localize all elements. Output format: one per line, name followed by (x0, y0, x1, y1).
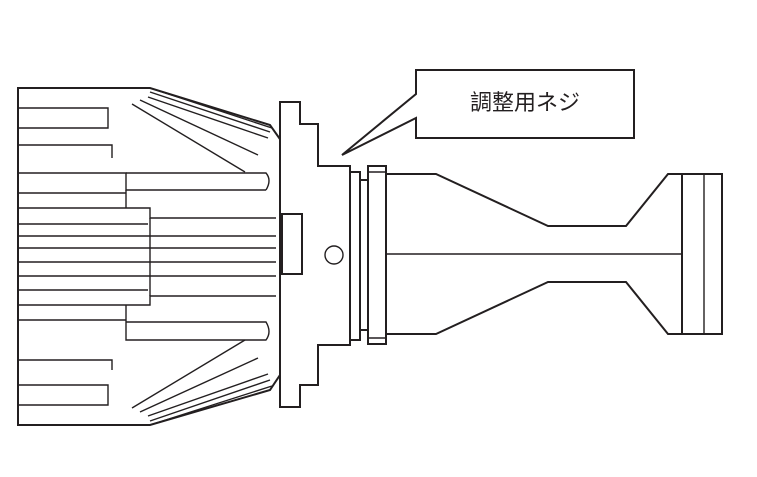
callout-label: 調整用ネジ (470, 91, 580, 116)
mounting-flange (279, 101, 351, 408)
bulb-stem (385, 173, 723, 335)
heat-sink (17, 87, 283, 426)
socket-collar (349, 165, 387, 345)
callout: 調整用ネジ (341, 69, 635, 156)
adjustment-screw-hole (324, 245, 344, 265)
